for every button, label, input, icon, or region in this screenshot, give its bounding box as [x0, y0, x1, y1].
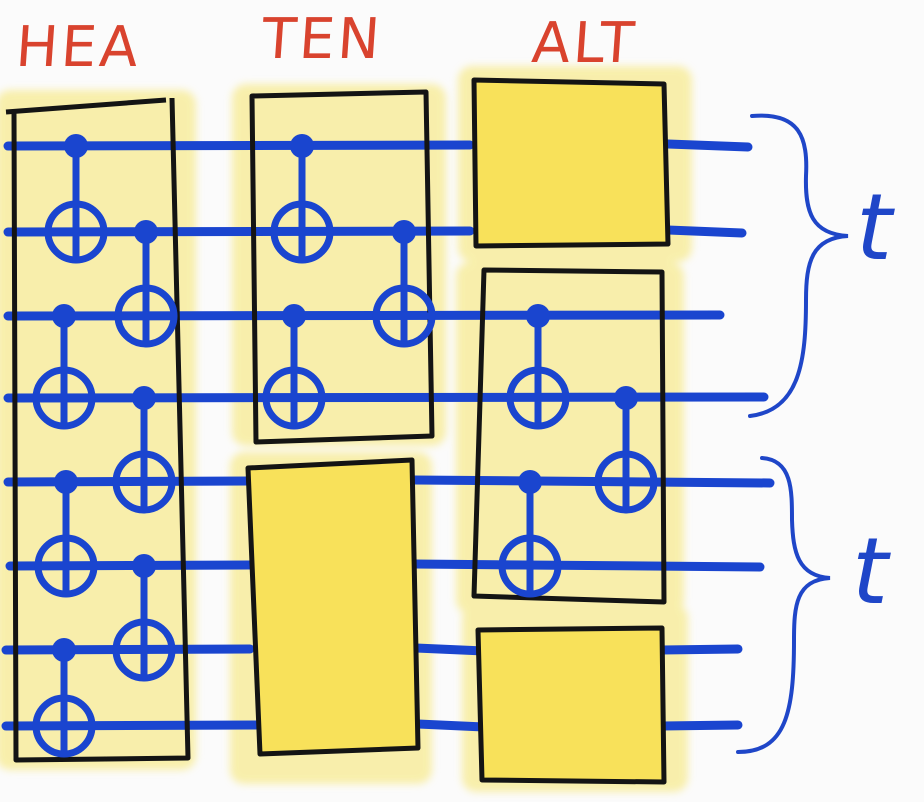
cnot-gate — [506, 304, 570, 430]
cnot-gate — [112, 386, 176, 514]
ten-top-box — [249, 89, 435, 445]
control-dot — [518, 470, 542, 494]
ten-label: TEN — [259, 7, 385, 72]
wire-2-segment — [663, 225, 747, 238]
cnot-gate — [594, 386, 658, 514]
cnot-gate — [44, 134, 108, 264]
alt-label: ALT — [529, 11, 640, 76]
cnot-gate — [112, 554, 176, 682]
control-dot — [132, 554, 156, 578]
control-dot — [54, 470, 78, 494]
brace-layer — [736, 113, 849, 754]
control-dot — [526, 304, 550, 328]
control-dot — [392, 220, 416, 244]
alt-bottom-block — [475, 625, 667, 785]
gate-blocks — [245, 77, 671, 785]
cnot-gate — [498, 470, 562, 598]
wire-6-segment — [409, 559, 765, 572]
cnot-gate — [114, 220, 178, 348]
hea-box — [5, 97, 191, 763]
wire-7-segment — [657, 644, 743, 655]
brace-upper — [748, 113, 849, 418]
control-dot — [282, 304, 306, 328]
control-dot — [290, 134, 314, 158]
wire-8-segment — [413, 719, 489, 732]
wire-5-segment — [409, 475, 775, 488]
brace-label-upper: t — [856, 174, 893, 281]
control-dot — [614, 386, 638, 410]
control-dot — [52, 638, 76, 662]
control-dot — [64, 134, 88, 158]
control-dot — [132, 386, 156, 410]
wire-8-segment — [657, 720, 743, 731]
hea-label: HEA — [13, 15, 144, 80]
wire-1-segment — [663, 139, 753, 152]
wire-7-segment — [411, 643, 489, 656]
ten-bottom-block — [245, 457, 421, 757]
brace-label-lower: t — [852, 518, 889, 625]
alt-top-block — [471, 77, 671, 249]
control-dot — [134, 220, 158, 244]
cnot-gate — [34, 470, 98, 598]
cnot-gates — [32, 134, 658, 758]
control-dot — [52, 304, 76, 328]
cnot-gate — [262, 304, 326, 430]
cnot-gate — [372, 220, 436, 348]
outline-boxes — [5, 89, 667, 763]
alt-mid-box — [471, 267, 667, 605]
brace-lower — [736, 456, 831, 754]
alt-highlight-mid — [456, 262, 684, 614]
cnot-gate — [32, 304, 96, 430]
ten-highlight-top — [232, 84, 446, 446]
cnot-gate — [270, 134, 334, 264]
cnot-gate — [32, 638, 96, 758]
wire-4-segment — [3, 392, 769, 403]
